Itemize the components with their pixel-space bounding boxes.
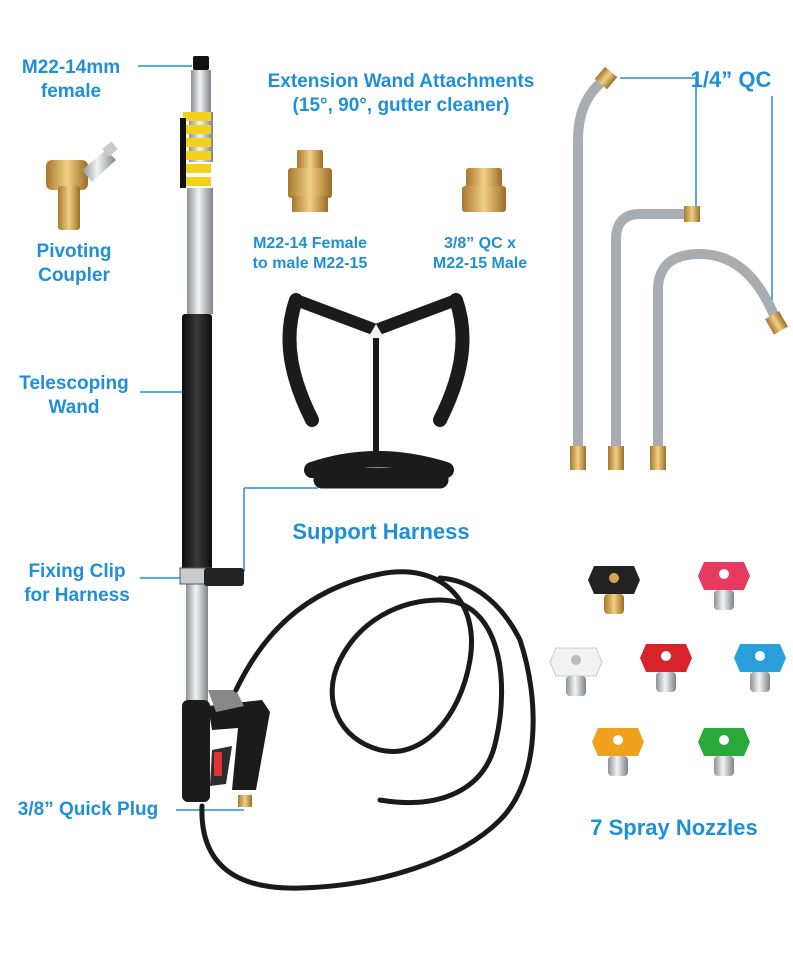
adapter-m22-14-to-m22-15 <box>288 150 332 212</box>
fixing-clip-label: Fixing Clip for Harness <box>6 560 148 608</box>
telescoping-wand-label-line1: Telescoping <box>19 373 129 394</box>
adapter1-label-line1: M22-14 Female <box>253 235 367 252</box>
nozzle-orange <box>592 728 644 776</box>
nozzle-white <box>549 647 603 696</box>
pivoting-coupler-label-line2: Coupler <box>38 265 110 286</box>
m22-female-label-line2: female <box>40 81 102 102</box>
support-harness-label: Support Harness <box>292 519 470 544</box>
telescoping-wand-label-line2: Wand <box>48 397 100 418</box>
nozzle-blue <box>734 644 786 692</box>
fixing-clip-label-line2: for Harness <box>24 585 130 606</box>
attachments-title-line1: Extension Wand Attachments <box>267 71 535 92</box>
spray-gun <box>182 690 270 807</box>
pivoting-coupler-image <box>46 141 118 230</box>
adapter2-label: 3/8” QC x M22-15 Male <box>410 234 550 274</box>
yellow-lock-bands <box>180 112 211 188</box>
hose <box>199 569 536 891</box>
telescoping-wand <box>179 56 244 702</box>
m22-female-label: M22-14mm female <box>6 56 136 104</box>
nozzle-green <box>698 728 750 776</box>
nozzle-black <box>588 566 640 614</box>
fixing-clip-label-line1: Fixing Clip <box>28 561 126 582</box>
support-harness-image <box>282 293 470 489</box>
adapter2-label-line2: M22-15 Male <box>432 255 528 272</box>
pivoting-coupler-label-line1: Pivoting <box>36 241 112 262</box>
spray-nozzles-label: 7 Spray Nozzles <box>590 815 758 840</box>
leader-lines <box>138 65 773 811</box>
spray-nozzles <box>549 562 786 776</box>
adapter1-label: M22-14 Female to male M22-15 <box>230 234 390 274</box>
telescoping-wand-label: Telescoping Wand <box>4 372 144 420</box>
m22-female-label-line1: M22-14mm <box>21 57 121 78</box>
wand-brass-ends <box>570 66 788 470</box>
extension-wand-attachments <box>573 75 781 455</box>
adapter1-label-line2: to male M22-15 <box>252 255 368 272</box>
nozzle-red <box>640 644 692 692</box>
adapter2-label-line1: 3/8” QC x <box>443 235 517 252</box>
pivoting-coupler-label: Pivoting Coupler <box>14 240 134 288</box>
quarter-qc-label: 1/4” QC <box>690 67 772 92</box>
attachments-title-line2: (15°, 90°, gutter cleaner) <box>292 95 510 116</box>
nozzle-pink <box>698 562 750 610</box>
quick-plug-label: 3/8” Quick Plug <box>17 799 159 820</box>
attachments-title: Extension Wand Attachments (15°, 90°, gu… <box>226 70 576 118</box>
adapter-qc-to-m22-15 <box>462 168 506 212</box>
